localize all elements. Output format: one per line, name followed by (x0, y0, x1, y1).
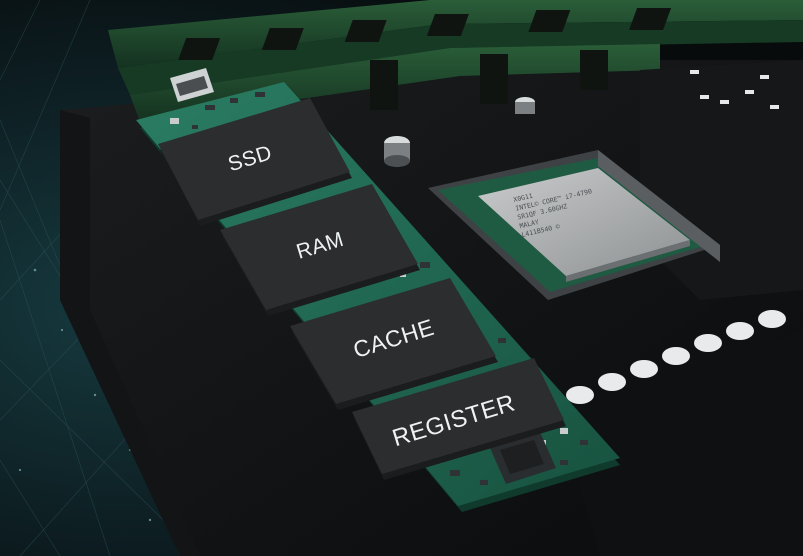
motherboard-edge (60, 110, 200, 556)
cpu: X0G11 INTEL© CORE™ i7-4790 SR1QF 3.60GHZ… (478, 168, 690, 282)
heatsink-blocks (640, 60, 803, 300)
chip-register: REGISTER (352, 358, 566, 480)
chip-cache: CACHE (290, 278, 498, 410)
connector-row (566, 310, 786, 404)
chip-ram: RAM (220, 184, 420, 316)
board-shadow (560, 330, 803, 556)
memory-module: SSD RAM CACHE REGISTER (136, 68, 620, 512)
chip-ssd: SSD (158, 98, 352, 226)
